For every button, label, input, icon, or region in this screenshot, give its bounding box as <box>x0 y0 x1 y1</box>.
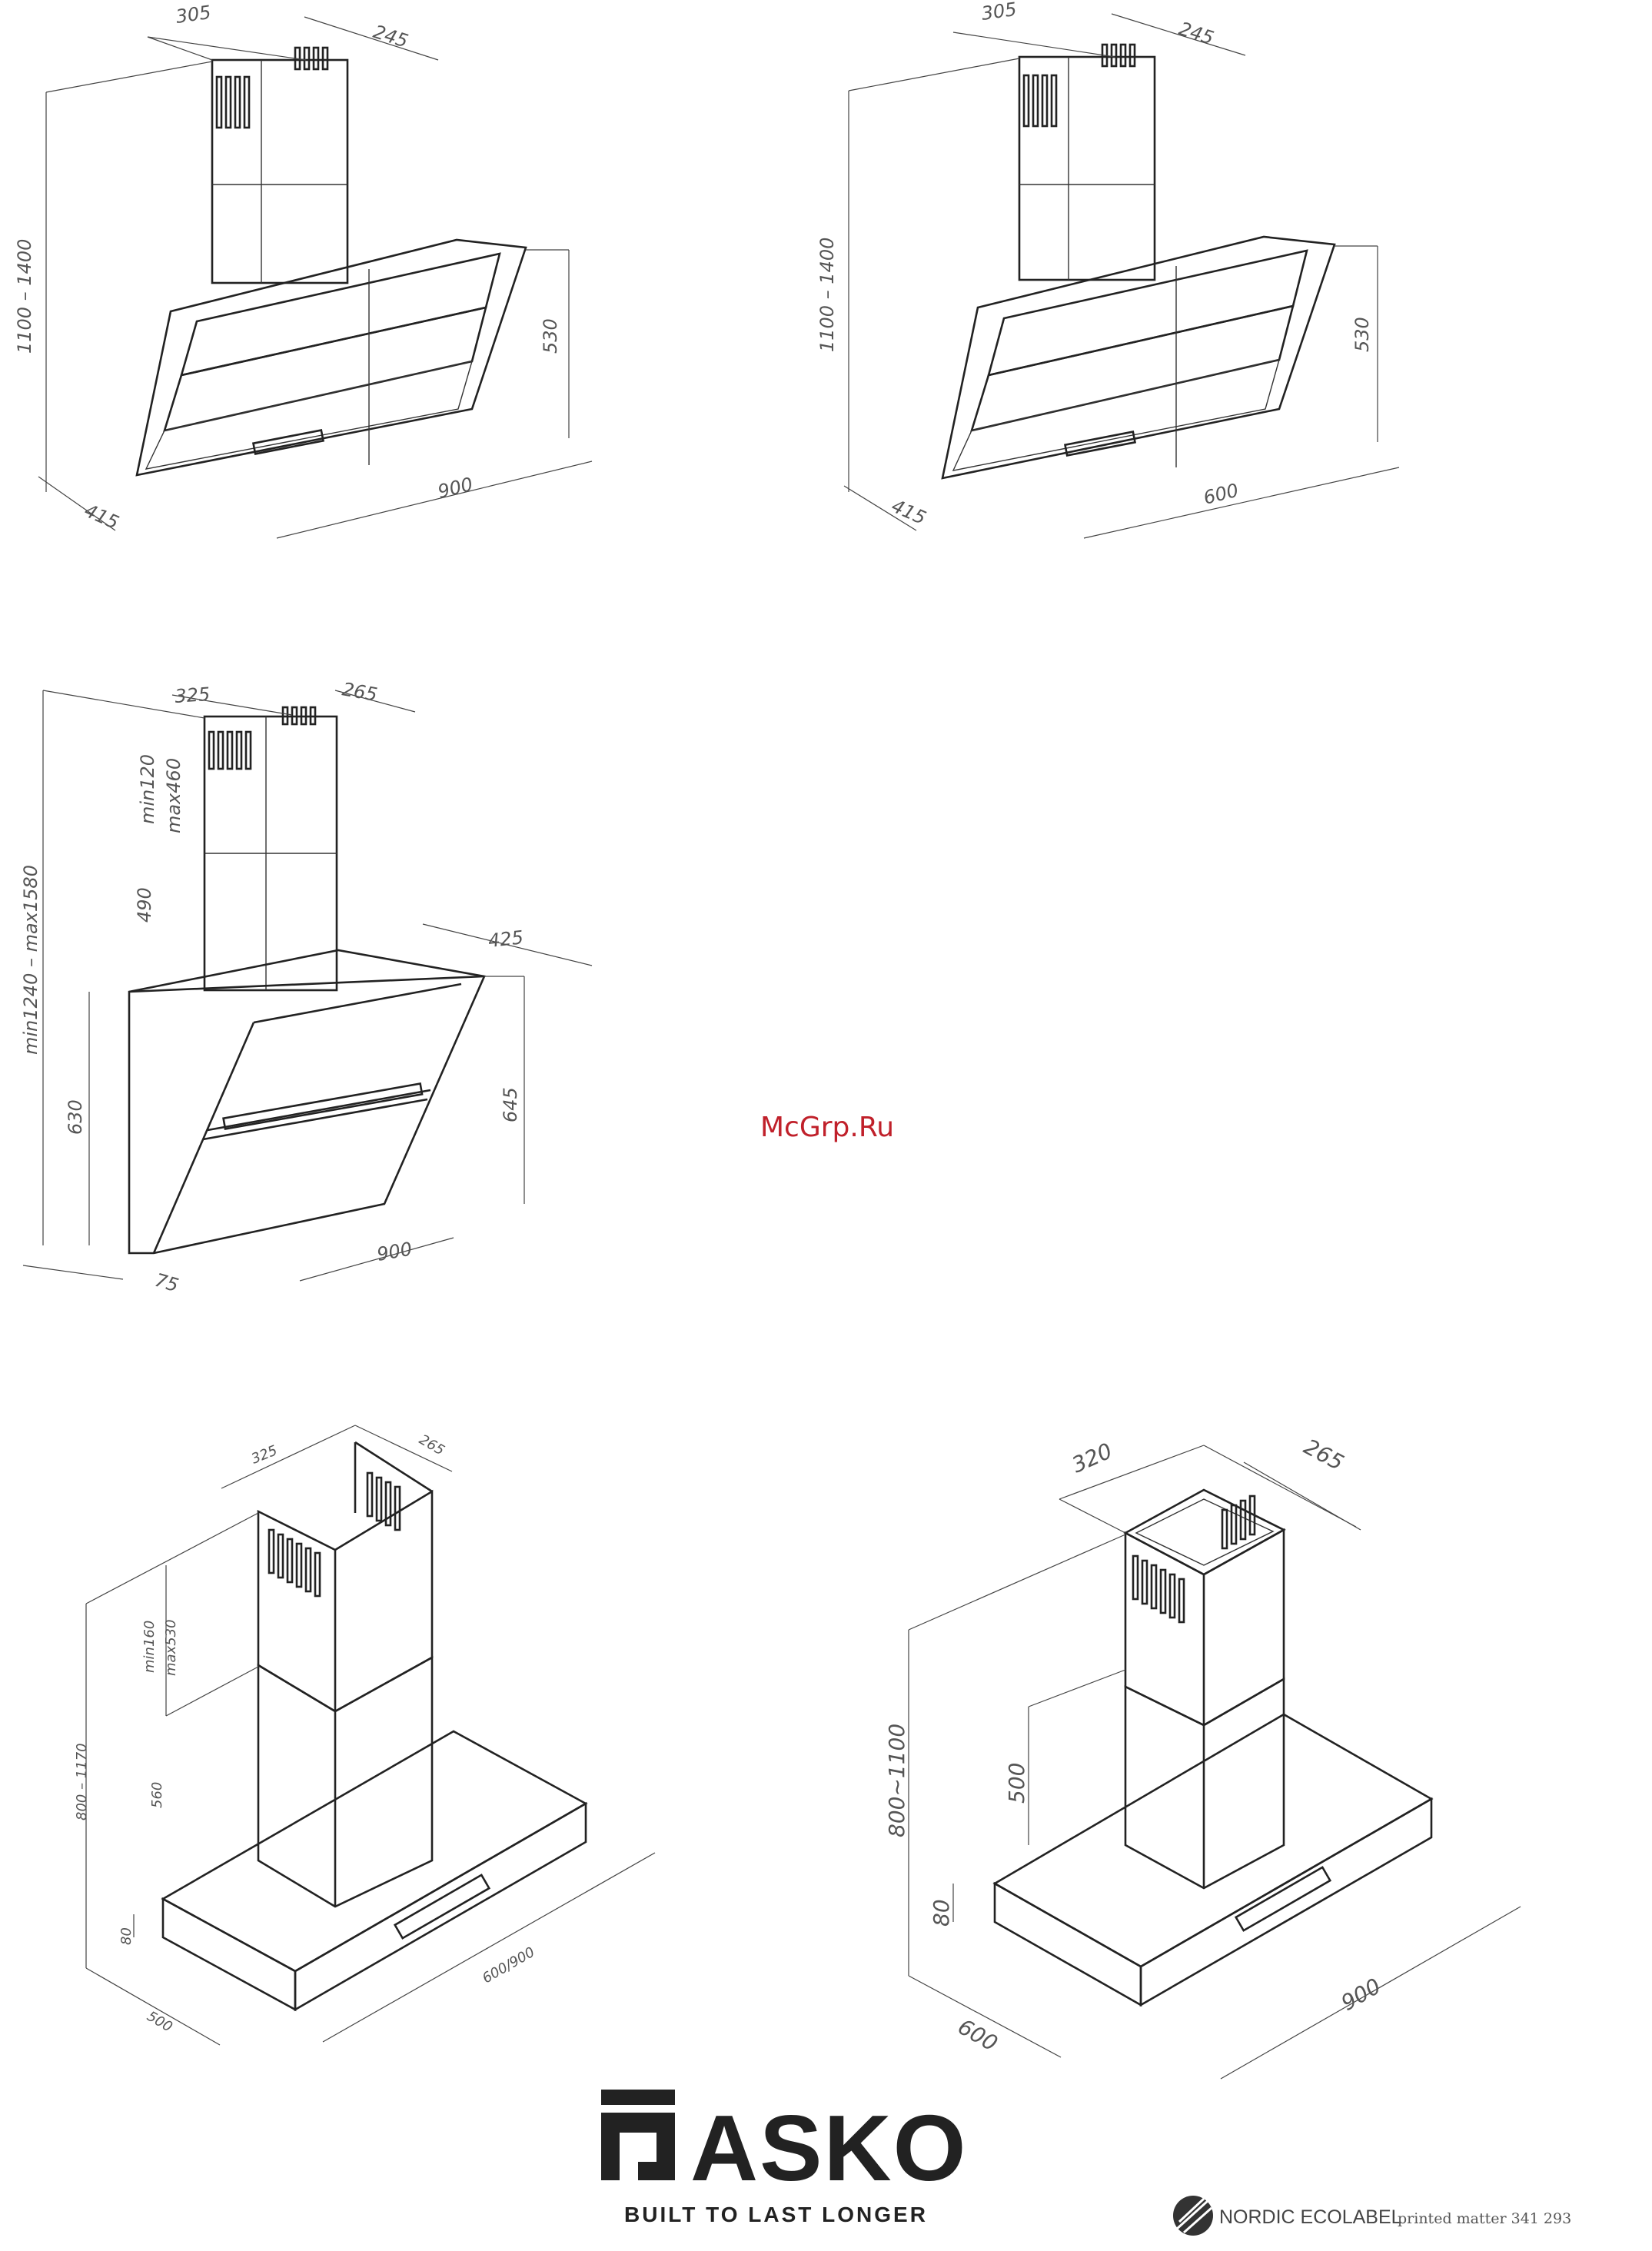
dim-hood-thickness: 80 <box>929 1899 954 1927</box>
diagram-angled-hood-900 <box>38 17 592 538</box>
asko-logo: ASKO BUILT TO LAST LONGER <box>601 2090 967 2226</box>
dim-hood-depth: 500 <box>145 2008 175 2035</box>
hood-front <box>1141 1799 1431 2005</box>
dim-hood-thickness: 80 <box>118 1927 135 1945</box>
dim-hood-depth: 425 <box>487 926 524 952</box>
dim-chimney-width: 305 <box>175 2 212 28</box>
diagram-inclined-hood-900 <box>23 690 592 1281</box>
light-strip <box>1236 1867 1331 1930</box>
dim-hood-depth: 415 <box>889 495 929 529</box>
dim-total-height: 1100 – 1400 <box>816 238 838 352</box>
dim-hood-back-height: 645 <box>500 1087 521 1122</box>
diagram-angled-hood-600 <box>844 14 1399 538</box>
dim-hood-width: 900 <box>1337 1973 1385 2016</box>
vent-slots <box>1133 1496 1255 1622</box>
watermark: McGrp.Ru <box>760 1112 894 1143</box>
dim-chimney-depth: 245 <box>371 21 411 52</box>
hood-body <box>137 240 526 475</box>
hood-side <box>995 1884 1141 2005</box>
hood-body <box>129 950 484 1253</box>
dim-chimney-width: 325 <box>249 1442 280 1467</box>
chimney <box>212 60 347 283</box>
dim-total-height: 800~1100 <box>884 1724 909 1837</box>
dim-upper-chimney-max: max530 <box>163 1619 179 1676</box>
dim-hood-width: 600/900 <box>480 1944 537 1987</box>
dim-total-height: 1100 – 1400 <box>14 239 35 354</box>
dim-hood-width: 900 <box>436 474 475 503</box>
light-strip <box>1065 432 1135 456</box>
dim-upper-chimney-min: min160 <box>141 1621 158 1673</box>
asko-mark-icon <box>601 2090 675 2180</box>
chimney <box>1019 57 1155 280</box>
ecolabel-name: NORDIC ECOLABEL <box>1219 2206 1402 2228</box>
hood-top <box>995 1714 1431 1967</box>
nordic-ecolabel: NORDIC ECOLABEL printed matter 341 293 <box>1173 2196 1571 2236</box>
diagram-box-hood-600-900 <box>86 1425 655 2045</box>
dim-chimney-depth: 265 <box>341 678 379 706</box>
dim-chimney-depth: 265 <box>417 1431 447 1458</box>
brand-name: ASKO <box>690 2096 967 2200</box>
dim-lower-chimney: 490 <box>134 887 155 923</box>
chimney-upper <box>258 1491 432 1711</box>
brand-tagline: BUILT TO LAST LONGER <box>624 2203 928 2226</box>
chimney-lower <box>258 1657 432 1907</box>
dim-upper-chimney-min: min120 <box>137 754 158 824</box>
dim-chimney-width: 325 <box>174 683 211 707</box>
dim-chimney-depth: 245 <box>1176 18 1216 49</box>
dim-hood-depth: 600 <box>954 2013 1002 2056</box>
dim-hood-height: 530 <box>540 318 561 354</box>
dim-hood-height: 530 <box>1351 317 1373 352</box>
dim-hood-depth: 415 <box>81 500 122 534</box>
dim-total-height: min1240 – max1580 <box>20 865 42 1055</box>
dim-lower-chimney: 560 <box>149 1782 165 1808</box>
hood-side <box>163 1899 295 2010</box>
hood-body <box>942 237 1335 478</box>
ecolabel-printed-matter: printed matter 341 293 <box>1398 2210 1571 2227</box>
dim-lower-chimney: 500 <box>1004 1763 1029 1804</box>
hood-front <box>295 1804 586 2010</box>
dim-hood-front-height: 630 <box>65 1099 86 1135</box>
dim-upper-chimney-max: max460 <box>163 758 184 833</box>
diagram-box-hood-900 <box>909 1445 1521 2079</box>
dim-bottom-depth: 75 <box>152 1269 181 1296</box>
dim-hood-width: 900 <box>375 1238 414 1265</box>
dim-chimney-width: 320 <box>1068 1438 1115 1478</box>
swan-icon <box>1173 2196 1213 2236</box>
hood-top <box>163 1731 586 1971</box>
dim-chimney-depth: 265 <box>1300 1434 1348 1475</box>
dim-total-height: 800 – 1170 <box>74 1743 90 1820</box>
dim-chimney-width: 305 <box>980 0 1018 25</box>
